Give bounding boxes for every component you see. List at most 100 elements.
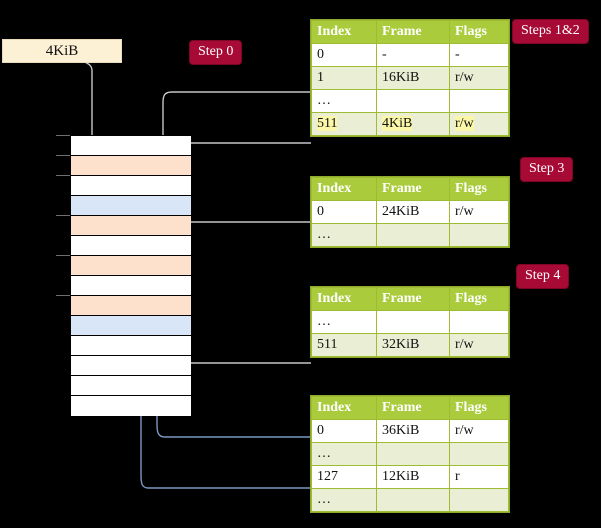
memory-cell [71, 276, 191, 296]
virtual-page-box: 4KiB [2, 39, 122, 63]
memory-cell [71, 356, 191, 376]
table-row: 127 12KiB r [311, 465, 509, 489]
memory-cell [71, 236, 191, 256]
cell-flags [449, 442, 509, 466]
column-header-index: Index [311, 177, 377, 201]
table-header-row: Index Frame Flags [311, 20, 509, 44]
cell-frame: 24KiB [376, 200, 450, 224]
cell-index: 0 [311, 200, 377, 224]
table-row-highlighted: 511 4KiB r/w [311, 112, 509, 136]
memory-tick [56, 175, 70, 176]
cell-flags: r/w [449, 112, 509, 136]
cell-frame: 16KiB [376, 66, 450, 90]
cell-index: 0 [311, 419, 377, 443]
cell-index: 511 [311, 112, 377, 136]
memory-tick [56, 155, 70, 156]
cell-flags: r/w [449, 200, 509, 224]
badge-label: Step 3 [529, 161, 565, 176]
cell-frame: - [376, 43, 450, 67]
cell-index: 127 [311, 465, 377, 489]
cell-flags [449, 488, 509, 512]
cell-index: 1 [311, 66, 377, 90]
table-row: 1 16KiB r/w [311, 66, 509, 90]
memory-tick [56, 255, 70, 256]
page-table-level1: Index Frame Flags 0 36KiB r/w … 127 12Ki… [311, 396, 509, 512]
memory-cell [71, 256, 191, 276]
column-header-frame: Frame [376, 20, 450, 44]
table-row: 0 - - [311, 43, 509, 67]
column-header-flags: Flags [449, 20, 509, 44]
badge-label: Step 4 [525, 268, 561, 283]
memory-cell [71, 316, 191, 336]
virtual-page-label: 4KiB [45, 43, 79, 59]
cell-frame [376, 89, 450, 113]
column-header-flags: Flags [449, 396, 509, 420]
table-row: … [311, 89, 509, 113]
cell-flags [449, 223, 509, 247]
cell-frame: 12KiB [376, 465, 450, 489]
table-header-row: Index Frame Flags [311, 287, 509, 311]
table-row: … [311, 488, 509, 512]
memory-cell [71, 296, 191, 316]
cell-flags: r/w [449, 419, 509, 443]
table-row: … [311, 442, 509, 466]
cell-flags [449, 89, 509, 113]
badge-label: Step 0 [198, 44, 234, 59]
table-row: 0 36KiB r/w [311, 419, 509, 443]
table-row: … [311, 223, 509, 247]
memory-cell [71, 396, 191, 416]
cell-flags: r/w [449, 66, 509, 90]
memory-tick [56, 135, 70, 136]
cell-index: … [311, 442, 377, 466]
cell-frame [376, 310, 450, 334]
table-row: … [311, 310, 509, 334]
cell-frame: 4KiB [376, 112, 450, 136]
memory-cell [71, 156, 191, 176]
memory-cell [71, 216, 191, 236]
badge-step-3: Step 3 [521, 158, 573, 181]
cell-index: … [311, 310, 377, 334]
cell-flags: - [449, 43, 509, 67]
cell-index-value: 511 [317, 116, 338, 131]
cell-frame [376, 442, 450, 466]
column-header-frame: Frame [376, 287, 450, 311]
cell-flags: r [449, 465, 509, 489]
badge-label: Steps 1&2 [521, 23, 580, 38]
cell-flags-value: r/w [455, 116, 474, 131]
table-header-row: Index Frame Flags [311, 396, 509, 420]
cell-index: … [311, 89, 377, 113]
cell-index: 511 [311, 333, 377, 357]
memory-cell [71, 176, 191, 196]
badge-step-4: Step 4 [517, 265, 569, 288]
column-header-flags: Flags [449, 287, 509, 311]
column-header-flags: Flags [449, 177, 509, 201]
table-row: 511 32KiB r/w [311, 333, 509, 357]
table-header-row: Index Frame Flags [311, 177, 509, 201]
memory-tick [56, 295, 70, 296]
badge-steps-1-2: Steps 1&2 [513, 20, 588, 43]
column-header-index: Index [311, 396, 377, 420]
cell-index: 0 [311, 43, 377, 67]
memory-cell [71, 336, 191, 356]
cell-frame [376, 223, 450, 247]
cell-index: … [311, 488, 377, 512]
cell-index: … [311, 223, 377, 247]
cell-frame: 36KiB [376, 419, 450, 443]
memory-cell [71, 136, 191, 156]
page-table-level3: Index Frame Flags 0 24KiB r/w … [311, 177, 509, 247]
badge-step-0: Step 0 [190, 41, 242, 64]
cell-frame: 32KiB [376, 333, 450, 357]
cell-flags: r/w [449, 333, 509, 357]
column-header-frame: Frame [376, 396, 450, 420]
cell-flags [449, 310, 509, 334]
memory-tick [56, 215, 70, 216]
page-table-level4: Index Frame Flags 0 - - 1 16KiB r/w … 51… [311, 20, 509, 136]
cell-frame [376, 488, 450, 512]
table-row: 0 24KiB r/w [311, 200, 509, 224]
column-header-index: Index [311, 287, 377, 311]
page-table-level2: Index Frame Flags … 511 32KiB r/w [311, 287, 509, 357]
memory-cell [71, 196, 191, 216]
physical-memory-column [70, 135, 191, 416]
column-header-frame: Frame [376, 177, 450, 201]
